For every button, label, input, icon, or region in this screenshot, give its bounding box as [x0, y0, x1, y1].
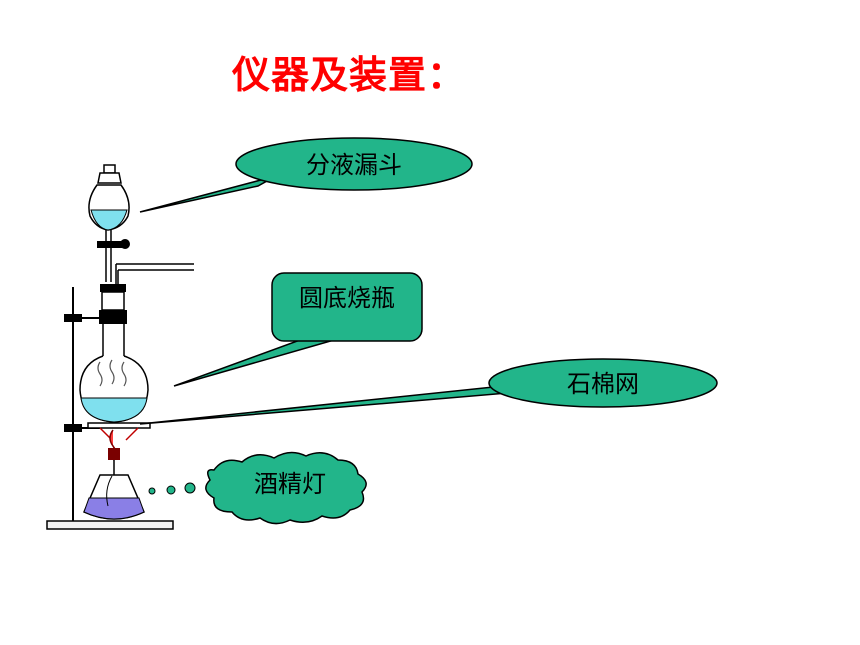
alcohol-lamp	[83, 429, 145, 520]
asbestos-gauze	[87, 422, 151, 441]
round-bottom-flask	[79, 324, 149, 423]
callout-funnel: 分液漏斗	[139, 137, 473, 213]
callout-flask: 圆底烧瓶	[173, 272, 423, 387]
label-funnel: 分液漏斗	[306, 151, 402, 179]
callout-gauze: 石棉网	[139, 358, 718, 425]
callout-lamp: 酒精灯	[148, 451, 367, 525]
separatory-funnel	[88, 164, 130, 282]
stopper-and-tube	[99, 263, 194, 324]
label-flask: 圆底烧瓶	[299, 284, 395, 312]
iron-stand	[46, 287, 174, 530]
slide-title: 仪器及装置：	[232, 53, 467, 97]
label-lamp: 酒精灯	[254, 470, 326, 498]
label-gauze: 石棉网	[567, 370, 639, 398]
